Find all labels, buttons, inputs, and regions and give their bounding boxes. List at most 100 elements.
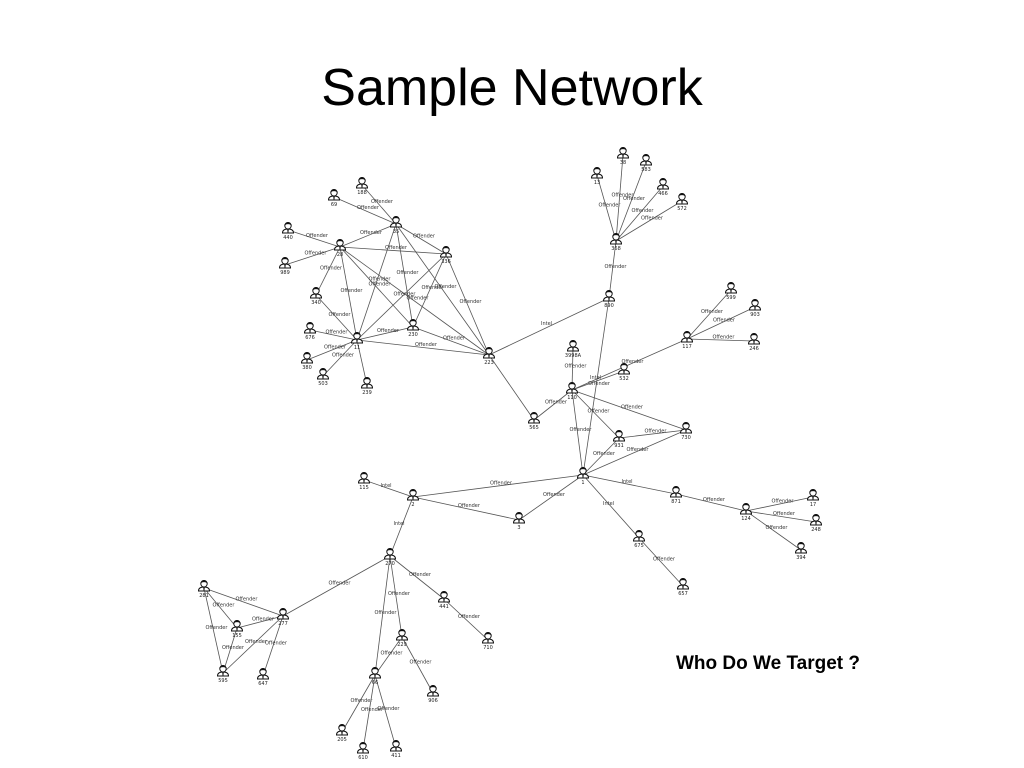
node-11[interactable]: 11 [350, 332, 364, 351]
edge-label: Offender [375, 610, 398, 616]
edge-label: Offender [713, 318, 736, 324]
edge-n110-n931 [571, 389, 620, 439]
node-440[interactable]: 440 [281, 222, 295, 241]
node-532[interactable]: 532 [617, 363, 631, 382]
node-871[interactable]: 871 [669, 486, 683, 505]
node-931[interactable]: 931 [612, 430, 626, 449]
node-903[interactable]: 903 [748, 299, 762, 318]
edge-label: Intel [622, 479, 633, 485]
node-115[interactable]: 115 [357, 472, 371, 491]
node-441[interactable]: 441 [437, 591, 451, 610]
edge-label: Offender [206, 625, 229, 631]
node-248[interactable]: 248 [809, 514, 823, 533]
node-675[interactable]: 675 [632, 530, 646, 549]
node-label: 223 [484, 360, 494, 366]
node-13[interactable]: 13 [590, 167, 604, 186]
node-3998A[interactable]: 3998A [565, 340, 582, 359]
node-2[interactable]: 2 [406, 489, 420, 508]
node-label: 38 [620, 160, 626, 166]
node-466[interactable]: 466 [656, 178, 670, 197]
node-572[interactable]: 572 [675, 193, 689, 212]
node-230[interactable]: 230 [406, 319, 420, 338]
node-124[interactable]: 124 [739, 503, 753, 522]
edge-n270-n66 [374, 555, 391, 676]
edge-n229-n906 [401, 636, 434, 694]
person-icon [481, 632, 495, 644]
node-340[interactable]: 340 [309, 287, 323, 306]
node-label: 599 [726, 295, 736, 301]
node-223[interactable]: 223 [482, 347, 496, 366]
node-label: 230 [408, 332, 418, 338]
node-277[interactable]: 277 [276, 608, 290, 627]
node-label: 730 [681, 435, 691, 441]
node-229[interactable]: 229 [395, 629, 409, 648]
node-503[interactable]: 503 [316, 368, 330, 387]
node-394[interactable]: 394 [794, 542, 808, 561]
node-188[interactable]: 188 [355, 177, 369, 196]
node-38[interactable]: 38 [616, 147, 630, 166]
person-icon [309, 287, 323, 299]
node-69[interactable]: 69 [327, 189, 341, 208]
node-583[interactable]: 583 [639, 154, 653, 173]
node-17[interactable]: 17 [806, 489, 820, 508]
edge-label: Offender [599, 203, 622, 209]
node-906[interactable]: 906 [426, 685, 440, 704]
node-730[interactable]: 730 [679, 422, 693, 441]
node-66[interactable]: 66 [368, 667, 382, 686]
node-647[interactable]: 647 [256, 668, 270, 687]
node-610[interactable]: 610 [356, 742, 370, 761]
node-205[interactable]: 205 [335, 724, 349, 743]
node-110[interactable]: 110 [565, 382, 579, 401]
node-28[interactable]: 28 [333, 239, 347, 258]
node-label: 66 [372, 680, 378, 686]
node-565[interactable]: 565 [527, 412, 541, 431]
node-595[interactable]: 595 [216, 665, 230, 684]
node-117[interactable]: 117 [680, 331, 694, 350]
node-336[interactable]: 336 [439, 246, 453, 265]
node-270[interactable]: 270 [383, 548, 397, 567]
person-icon [612, 430, 626, 442]
node-3[interactable]: 3 [512, 512, 526, 531]
edge-label: Offender [490, 481, 513, 487]
node-label: 903 [750, 312, 760, 318]
node-989[interactable]: 989 [278, 257, 292, 276]
node-411[interactable]: 411 [389, 740, 403, 759]
edge-n277-n647 [262, 615, 284, 677]
node-label: 155 [232, 633, 242, 639]
edge-n110-n730 [571, 389, 687, 431]
edge-n989-n28 [284, 246, 341, 266]
node-label: 117 [682, 344, 692, 350]
node-35[interactable]: 35 [389, 216, 403, 235]
node-599[interactable]: 599 [724, 282, 738, 301]
node-246[interactable]: 246 [747, 333, 761, 352]
edge-n28-n223 [339, 246, 490, 356]
node-1[interactable]: 1 [576, 467, 590, 486]
node-label: 657 [678, 591, 688, 597]
node-239[interactable]: 239 [360, 377, 374, 396]
edge-label: Offender [329, 312, 352, 318]
person-icon [316, 368, 330, 380]
node-281[interactable]: 281 [197, 580, 211, 599]
person-icon [256, 668, 270, 680]
edge-n1-n3 [518, 474, 584, 521]
node-710[interactable]: 710 [481, 632, 495, 651]
node-380[interactable]: 380 [300, 352, 314, 371]
node-676[interactable]: 676 [303, 322, 317, 341]
edge-label: Offender [632, 208, 655, 214]
edge-n124-n248 [745, 510, 817, 523]
edge-n229-n66 [374, 636, 403, 676]
person-icon [565, 382, 579, 394]
node-155[interactable]: 155 [230, 620, 244, 639]
edge-n124-n394 [745, 510, 802, 551]
edge-n28-n336 [339, 246, 447, 255]
edge-label: Offender [351, 698, 374, 704]
node-label: 710 [483, 645, 493, 651]
node-label: 411 [391, 753, 401, 759]
node-label: 17 [810, 502, 816, 508]
node-890[interactable]: 890 [602, 290, 616, 309]
edge-n35-n230 [395, 223, 414, 328]
node-368[interactable]: 368 [609, 233, 623, 252]
edge-label: Offender [222, 645, 245, 651]
node-657[interactable]: 657 [676, 578, 690, 597]
edge-n35-n223 [395, 223, 490, 356]
